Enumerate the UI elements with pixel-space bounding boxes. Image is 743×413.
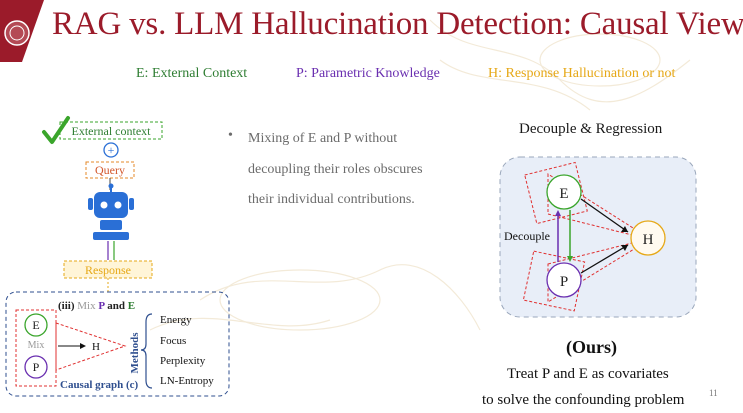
left-node-h-label: H <box>92 341 100 353</box>
method-ln-entropy: LN-Entropy <box>160 375 214 387</box>
decouple-label: Decouple <box>504 229 550 243</box>
query-label: Query <box>95 163 125 177</box>
left-node-p <box>24 355 48 379</box>
left-node-e-label: E <box>32 318 39 332</box>
legend-external-context: E: External Context <box>136 66 248 81</box>
slide-title: RAG vs. LLM Hallucination Detection: Cau… <box>52 6 743 42</box>
plus-icon <box>103 142 119 158</box>
method-energy: Energy <box>160 314 192 326</box>
check-icon <box>42 116 70 144</box>
right-node-e-label: E <box>559 186 568 202</box>
legend-response-hallucination: H: Response Hallucination or not <box>488 66 676 81</box>
bullet-marker: • <box>228 128 233 143</box>
robot-llm-icon <box>88 183 134 240</box>
causal-graph-panel <box>5 291 230 397</box>
decouple-regression-diagram: E P H Decouple <box>499 156 697 318</box>
bullet-line-1: Mixing of E and P without <box>248 131 398 146</box>
right-node-p-label: P <box>560 274 568 290</box>
method-focus: Focus <box>160 335 186 347</box>
methods-vertical-label: Methods <box>129 332 141 374</box>
response-label: Response <box>85 263 131 277</box>
external-context-box <box>59 121 163 140</box>
method-perplexity: Perplexity <box>160 355 206 367</box>
right-node-h-label: H <box>643 232 654 248</box>
plus-label: + <box>108 143 115 157</box>
bullet-line-3: their individual contributions. <box>248 192 415 207</box>
rag-pipeline-diagram: External context + Query Response (iii) … <box>5 116 230 397</box>
ours-label: (Ours) <box>566 337 617 357</box>
decouple-regression-title: Decouple & Regression <box>519 121 663 137</box>
page-number: 11 <box>709 388 718 398</box>
right-node-h <box>630 220 666 256</box>
conclusion-line-2: to solve the confounding problem <box>482 392 685 408</box>
left-node-p-label: P <box>33 360 40 374</box>
right-node-p <box>546 262 582 298</box>
mix-triangle <box>55 322 127 371</box>
external-context-label: External context <box>72 124 152 138</box>
bullet-line-2: decoupling their roles obscures <box>248 162 423 177</box>
legend-parametric-knowledge: P: Parametric Knowledge <box>296 66 440 81</box>
left-node-e <box>24 313 48 337</box>
panel-heading: (iii) Mix P and E <box>58 300 135 312</box>
university-logo-icon <box>4 20 30 46</box>
floral-watermark <box>149 19 691 331</box>
response-box <box>63 260 153 279</box>
right-node-e <box>546 174 582 210</box>
methods-brace <box>140 313 153 389</box>
left-mix-label: Mix <box>28 340 45 351</box>
conclusion-line-1: Treat P and E as covariates <box>507 366 669 382</box>
causal-graph-caption: Causal graph (c) <box>60 379 139 391</box>
